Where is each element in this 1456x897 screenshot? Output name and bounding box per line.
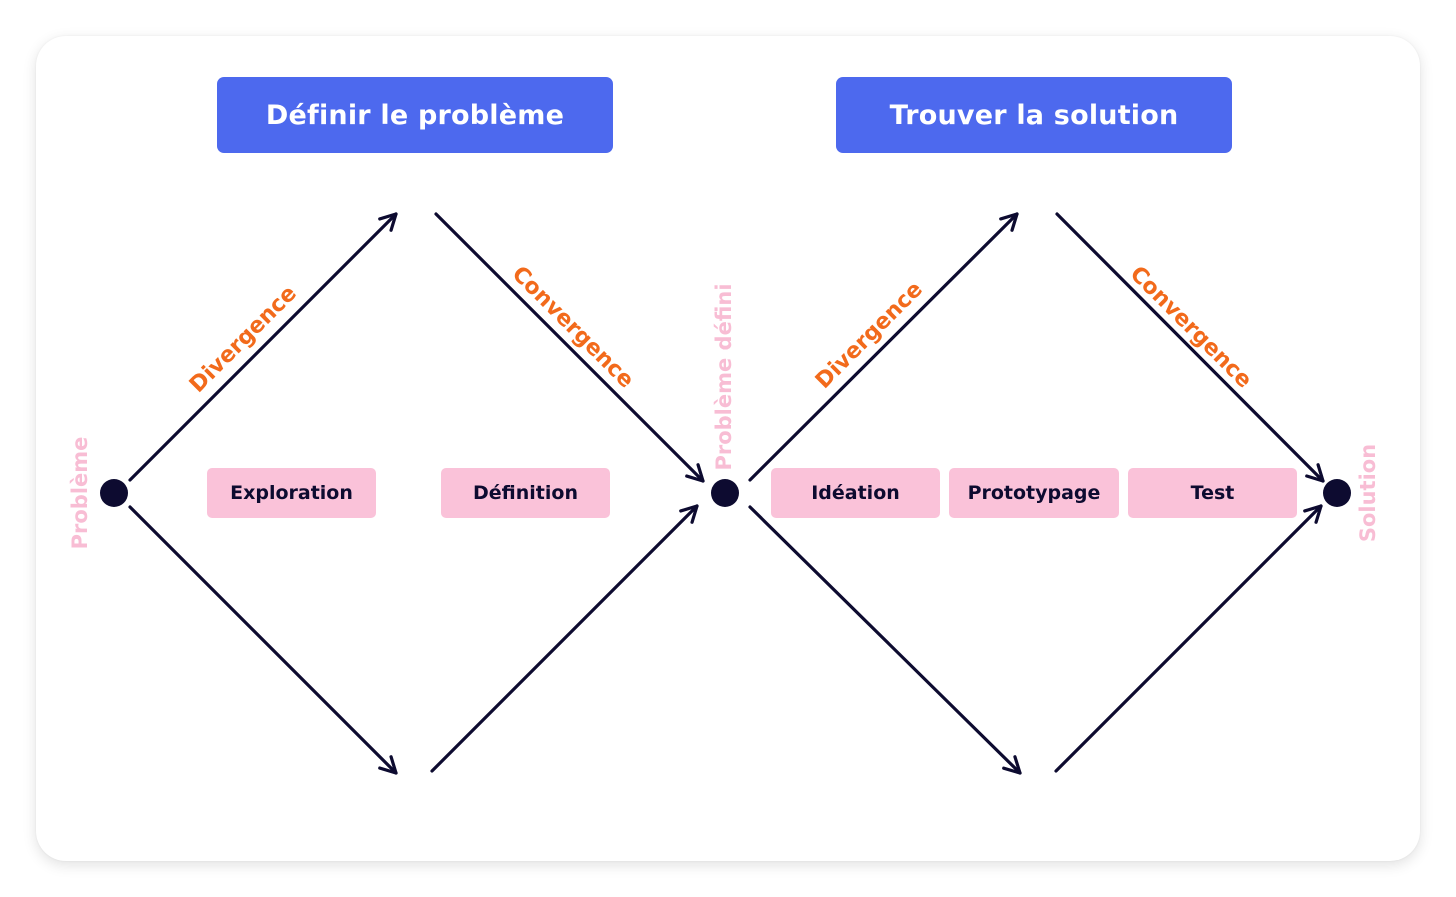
- milestone-dot-end: [1323, 479, 1351, 507]
- milestone-dot-start: [100, 479, 128, 507]
- diagram-card: [36, 36, 1420, 861]
- label-convergence-right: Convergence: [1125, 262, 1257, 394]
- label-divergence-right: Divergence: [811, 277, 928, 394]
- phase-exploration: Exploration: [207, 468, 376, 518]
- phase-ideation: Idéation: [771, 468, 940, 518]
- phase-prototypage: Prototypage: [949, 468, 1119, 518]
- milestone-dot-middle: [711, 479, 739, 507]
- milestone-label-start: Problème: [68, 437, 92, 550]
- arrow-divergence-down-left: [128, 505, 398, 775]
- arrow-divergence-up-right: [748, 212, 1019, 482]
- label-convergence-left: Convergence: [507, 262, 639, 394]
- arrow-divergence-up-left: [128, 212, 398, 482]
- header-define-problem: Définir le problème: [217, 77, 613, 153]
- arrow-convergence-down-left: [434, 212, 705, 483]
- arrow-divergence-down-right: [748, 505, 1022, 775]
- milestone-label-middle: Problème défini: [712, 283, 736, 470]
- label-divergence-left: Divergence: [185, 281, 302, 398]
- arrow-convergence-up-right: [1054, 504, 1323, 773]
- header-find-solution: Trouver la solution: [836, 77, 1232, 153]
- phase-definition: Définition: [441, 468, 610, 518]
- phase-test: Test: [1128, 468, 1297, 518]
- arrow-convergence-down-right: [1055, 212, 1325, 483]
- arrow-convergence-up-left: [430, 504, 699, 773]
- milestone-label-end: Solution: [1356, 444, 1380, 542]
